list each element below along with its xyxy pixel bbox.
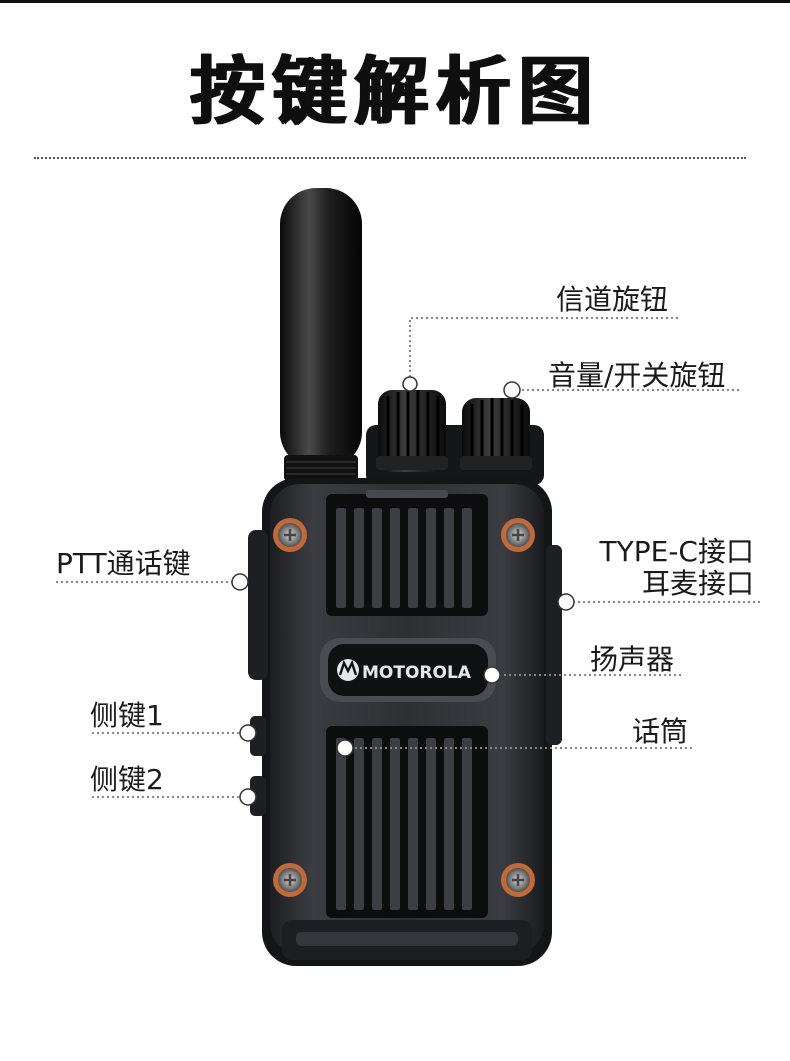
label-volume-knob: 音量/开关旋钮 — [548, 359, 726, 392]
title-divider — [34, 157, 746, 159]
screw-bottom-left — [273, 863, 307, 897]
ptt-button[interactable] — [248, 530, 268, 680]
brand-logo-text: MOTOROLA — [362, 663, 472, 683]
mic-grille — [326, 726, 488, 918]
label-side-key-1: 侧键1 — [90, 699, 164, 732]
label-speaker: 扬声器 — [590, 643, 675, 676]
antenna — [280, 188, 362, 481]
label-channel-knob: 信道旋钮 — [556, 283, 669, 316]
callout-lines — [56, 317, 760, 798]
brand-plate: MOTOROLA — [320, 638, 496, 702]
callout-dots — [231, 376, 575, 806]
screw-bottom-right — [501, 863, 535, 897]
typec-port-cover[interactable] — [546, 545, 562, 745]
label-mic: 话筒 — [632, 715, 689, 748]
speaker-grille — [326, 490, 488, 616]
screw-top-right — [501, 518, 535, 552]
label-typec: TYPE-C接口 — [599, 535, 754, 568]
label-earphone-jack: 耳麦接口 — [641, 567, 754, 600]
volume-knob[interactable] — [460, 398, 532, 470]
side-key-1[interactable] — [250, 716, 266, 756]
label-ptt: PTT通话键 — [56, 547, 191, 580]
channel-knob[interactable] — [376, 390, 448, 472]
label-side-key-2: 侧键2 — [90, 763, 164, 796]
screw-top-left — [273, 518, 307, 552]
side-key-2[interactable] — [250, 776, 266, 816]
page-title: 按键解析图 — [190, 49, 600, 135]
top-border — [0, 0, 790, 3]
